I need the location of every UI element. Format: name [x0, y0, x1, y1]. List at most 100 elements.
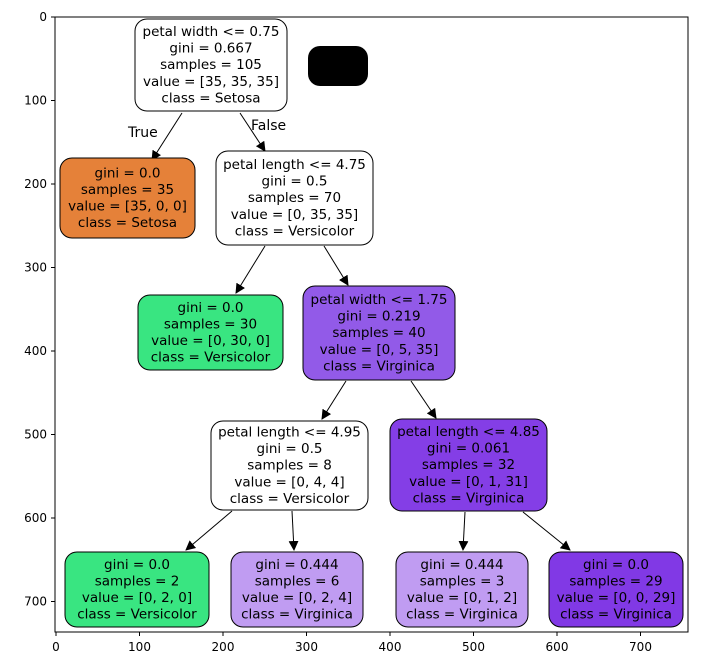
edge-n6-n9 — [458, 511, 469, 551]
y-tick-label: 700 — [24, 595, 47, 609]
node-line: gini = 0.5 — [262, 174, 328, 190]
node-line: value = [0, 0, 29] — [557, 590, 676, 606]
node-line: value = [0, 1, 31] — [409, 474, 528, 490]
node-line: samples = 70 — [248, 190, 341, 206]
edge-label-false: False — [251, 118, 286, 134]
node-line: class = Virginica — [241, 607, 353, 623]
x-tick-label: 300 — [295, 640, 318, 654]
node-line: value = [0, 2, 4] — [242, 590, 352, 606]
node-line: value = [0, 5, 35] — [320, 342, 439, 358]
node-line: petal width <= 0.75 — [143, 24, 280, 40]
node-line: gini = 0.219 — [337, 309, 420, 325]
node-line: samples = 6 — [255, 573, 340, 589]
node-line: gini = 0.0 — [583, 557, 649, 573]
node-line: gini = 0.061 — [427, 441, 510, 457]
y-tick-label: 500 — [24, 428, 47, 442]
y-axis: 0 100 200 300 400 500 600 700 — [24, 10, 55, 609]
node-line: class = Virginica — [323, 358, 435, 374]
node-line: class = Versicolor — [77, 607, 197, 623]
node-line: value = [35, 0, 0] — [68, 199, 187, 215]
node-box — [137, 294, 284, 371]
node-line: samples = 8 — [247, 458, 332, 474]
node-box — [548, 551, 684, 628]
node-line: samples = 40 — [332, 325, 425, 341]
y-tick-label: 400 — [24, 344, 47, 358]
node-box — [215, 150, 374, 246]
x-tick-label: 400 — [379, 640, 402, 654]
edge-n2-n3 — [235, 245, 266, 294]
x-tick-label: 100 — [128, 640, 151, 654]
node-line: value = [0, 4, 4] — [234, 474, 344, 490]
node-box — [59, 157, 196, 239]
node-line: gini = 0.0 — [104, 557, 170, 573]
x-tick-label: 200 — [212, 640, 235, 654]
node-line: value = [35, 35, 35] — [143, 74, 279, 90]
node-line: samples = 29 — [569, 573, 662, 589]
node-line: class = Virginica — [413, 490, 525, 506]
node-line: petal length <= 4.85 — [397, 424, 540, 440]
edge-n0-n2 — [239, 112, 266, 152]
edge-n5-n7 — [185, 510, 233, 551]
node-line: samples = 105 — [160, 57, 262, 73]
y-tick-label: 200 — [24, 177, 47, 191]
node-line: samples = 30 — [164, 316, 257, 332]
node-box — [210, 420, 369, 511]
edge-n2-n4 — [323, 245, 349, 286]
node-line: class = Versicolor — [235, 223, 355, 239]
node-line: gini = 0.0 — [95, 165, 161, 181]
node-box — [389, 418, 548, 512]
node-line: petal length <= 4.75 — [223, 157, 366, 173]
node-line: class = Setosa — [161, 90, 260, 106]
node-line: gini = 0.667 — [169, 41, 252, 57]
node-box — [395, 551, 529, 628]
node-box — [64, 551, 210, 628]
node-box — [134, 18, 288, 112]
node-box — [230, 551, 364, 628]
y-tick-label: 600 — [24, 511, 47, 525]
node-line: value = [0, 35, 35] — [231, 207, 358, 223]
node-line: value = [0, 30, 0] — [151, 333, 270, 349]
node-line: gini = 0.444 — [255, 557, 338, 573]
node-line: samples = 3 — [420, 573, 505, 589]
edge-label-true: True — [127, 125, 158, 141]
edge-n4-n6 — [410, 380, 437, 419]
edges-layer: True False — [127, 112, 571, 551]
node-line: samples = 2 — [95, 573, 180, 589]
y-tick-label: 300 — [24, 261, 47, 275]
node-line: class = Versicolor — [230, 491, 350, 507]
x-tick-label: 0 — [52, 640, 60, 654]
y-tick-label: 0 — [39, 10, 47, 24]
node-line: value = [0, 2, 0] — [82, 590, 192, 606]
x-axis: 0 100 200 300 400 500 600 700 — [52, 632, 652, 654]
x-tick-label: 500 — [462, 640, 485, 654]
node-line: gini = 0.5 — [257, 441, 323, 457]
edge-n5-n8 — [288, 510, 299, 551]
node-line: class = Virginica — [560, 607, 672, 623]
node-line: gini = 0.444 — [420, 557, 503, 573]
node-line: samples = 35 — [81, 182, 174, 198]
x-tick-label: 700 — [629, 640, 652, 654]
node-line: petal width <= 1.75 — [311, 292, 448, 308]
y-tick-label: 100 — [24, 94, 47, 108]
node-line: class = Setosa — [78, 215, 177, 231]
redaction-box — [308, 46, 368, 86]
node-line: petal length <= 4.95 — [218, 425, 361, 441]
node-line: class = Virginica — [406, 607, 518, 623]
node-line: class = Versicolor — [151, 350, 271, 366]
node-line: samples = 32 — [422, 457, 515, 473]
node-line: value = [0, 1, 2] — [407, 590, 517, 606]
x-tick-label: 600 — [546, 640, 569, 654]
node-box — [302, 285, 456, 381]
edge-n4-n5 — [321, 380, 347, 420]
